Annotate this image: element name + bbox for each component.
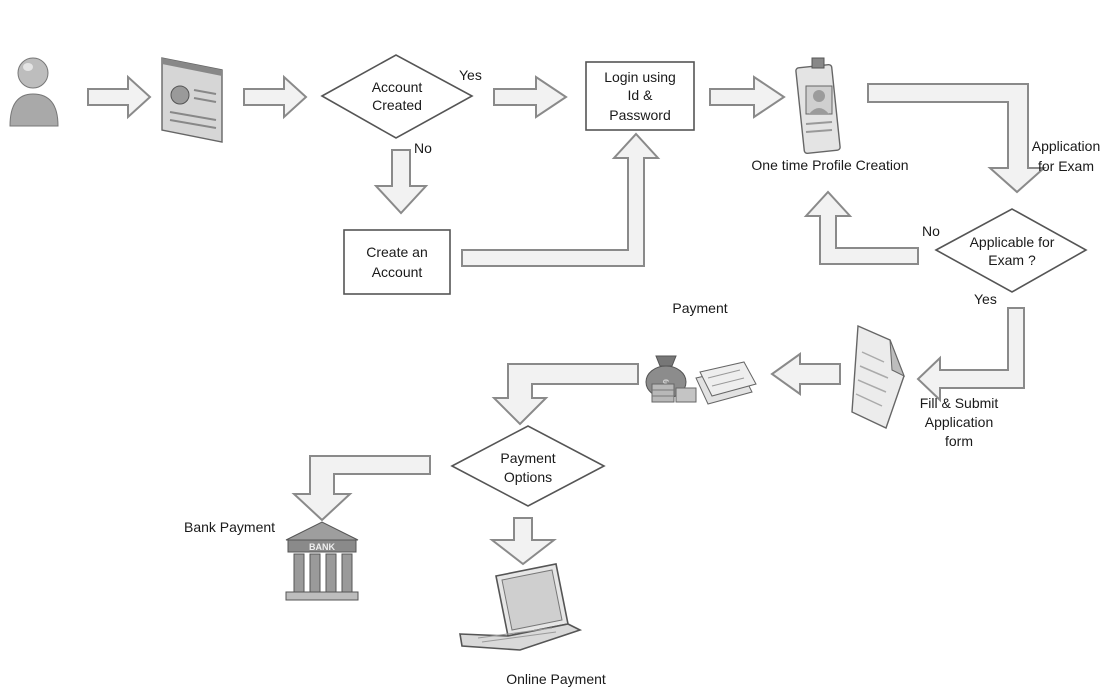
applicable-line2: Exam ? [988, 252, 1036, 268]
create-account-line1: Create an [366, 244, 427, 260]
payment-options-line2: Options [504, 469, 552, 485]
fill-submit-line3: form [945, 433, 973, 449]
arrow-payment-to-options [491, 363, 639, 426]
webpage-icon [161, 57, 223, 143]
application-for-exam-line2: for Exam [1038, 158, 1094, 174]
arrows [87, 74, 1047, 566]
yes-label-applicable: Yes [974, 291, 997, 307]
profile-badge-icon [795, 57, 841, 155]
arrow-yes-to-fill [916, 307, 1025, 403]
create-account-line2: Account [372, 264, 423, 280]
money-bag-icon: $ [645, 355, 757, 405]
fill-submit-line1: Fill & Submit [920, 395, 999, 411]
no-label-account: No [414, 140, 432, 156]
arrow-no-to-profile [803, 190, 919, 265]
application-for-exam-line1: Application [1032, 138, 1101, 154]
create-account-box: Create an Account [343, 229, 451, 295]
account-created-line2: Created [372, 97, 422, 113]
bank-payment-label: Bank Payment [184, 519, 275, 535]
arrow-no-to-create [373, 149, 429, 215]
fill-submit-line2: Application [925, 414, 994, 430]
account-created-decision: Account Created [320, 54, 474, 139]
no-label-applicable: No [922, 223, 940, 239]
arrow-login-to-profile [709, 75, 786, 119]
arrow-options-to-bank [291, 455, 431, 522]
arrow-fill-to-payment [770, 352, 841, 396]
yes-label-account: Yes [459, 67, 482, 83]
bank-building-icon: BANK [285, 521, 359, 601]
bank-sign: BANK [309, 542, 335, 552]
payment-label: Payment [672, 300, 727, 316]
arrow-profile-to-applicable [867, 83, 1047, 194]
online-payment-label: Online Payment [506, 671, 606, 687]
arrow-user-to-web [87, 74, 152, 120]
login-line2: Id & [628, 87, 654, 103]
payment-options-line1: Payment [500, 450, 555, 466]
arrow-options-to-online [489, 517, 557, 566]
payment-options-decision: Payment Options [450, 425, 606, 507]
login-line1: Login using [604, 69, 676, 85]
profile-creation-label: One time Profile Creation [751, 157, 908, 173]
arrow-create-to-login [461, 132, 661, 267]
user-icon [9, 57, 59, 127]
applicable-line1: Applicable for [970, 234, 1055, 250]
login-box: Login using Id & Password [585, 61, 695, 131]
arrow-web-to-decision [243, 74, 308, 120]
arrow-yes-to-login [493, 75, 568, 119]
login-line3: Password [609, 107, 670, 123]
laptop-icon [459, 563, 583, 651]
applicable-decision: Applicable for Exam ? [934, 208, 1088, 293]
document-icon [851, 324, 905, 429]
account-created-line1: Account [372, 79, 423, 95]
